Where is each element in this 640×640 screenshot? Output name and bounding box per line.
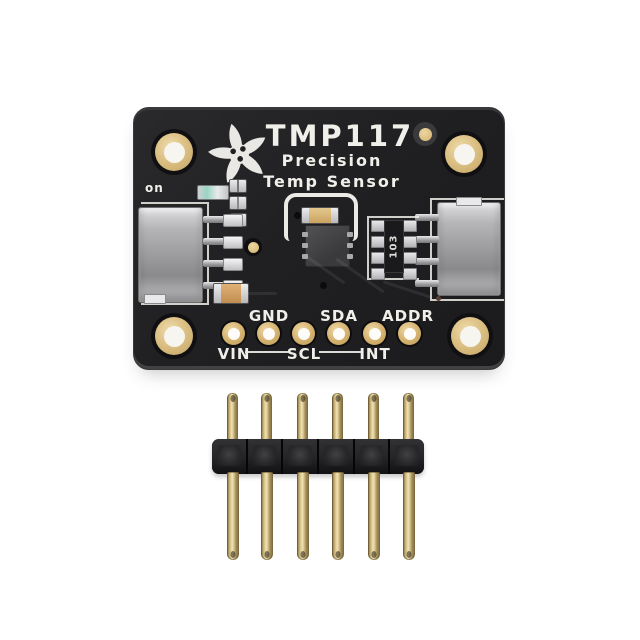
decoupling-capacitor [301, 207, 339, 224]
via [294, 212, 301, 219]
via [413, 122, 437, 146]
via [244, 238, 262, 256]
pin-label-addr: ADDR [381, 307, 435, 325]
mounting-hole-top-left [151, 129, 197, 175]
mounting-hole-ring [451, 317, 489, 355]
mounting-hole-bore [453, 143, 475, 165]
mounting-hole-bottom-left [151, 313, 197, 359]
connector-latch [144, 294, 166, 304]
solder-pad-int [361, 320, 388, 347]
connector-pin [415, 214, 439, 221]
mounting-hole-bore [459, 325, 481, 347]
resistor-array-pads-left [371, 220, 385, 284]
mounting-hole-bore [163, 141, 185, 163]
header-plastic-segment [319, 439, 355, 474]
power-led-label: on [145, 181, 164, 195]
connector-pin [203, 260, 225, 267]
resistor-array-outline [367, 216, 419, 280]
connector-pin [415, 280, 439, 287]
pin-label-gnd: GND [248, 307, 290, 325]
mounting-hole-ring [155, 317, 193, 355]
mounting-hole-ring [155, 133, 193, 171]
header-pin-bottom [368, 472, 380, 560]
board-subtitle-line-2: Temp Sensor [263, 172, 401, 191]
header-pin-top [261, 393, 272, 444]
header-pin-top [403, 393, 414, 444]
solder-pad-vin [220, 320, 247, 347]
mounting-hole-ring [445, 135, 483, 173]
resistor-array-pads-right [403, 220, 417, 284]
connector-pin-pad [223, 236, 243, 249]
silkscreen-line [245, 351, 289, 353]
resistor-array: 103 [384, 220, 404, 273]
header-pin-bottom [403, 472, 415, 560]
power-led [197, 185, 229, 200]
header-pin-bottom [227, 472, 239, 560]
mounting-hole-top-right [441, 131, 487, 177]
stemma-qt-connector-left [138, 207, 203, 303]
board-title: TMP117 [265, 119, 415, 153]
solder-pad-sda [325, 320, 352, 347]
via [320, 282, 327, 289]
sensor-board: TMP117 Precision Temp Sensor on [133, 107, 505, 370]
header-pin-top [297, 393, 308, 444]
resistor-array-marking: 103 [388, 234, 400, 259]
header-plastic-bar [212, 439, 424, 474]
solder-pad-gnd [255, 320, 282, 347]
header-pin-bottom [332, 472, 344, 560]
header-pin-bottom [297, 472, 309, 560]
header-plastic-segment [390, 439, 424, 474]
resistor [229, 196, 247, 210]
header-pin-bottom [261, 472, 273, 560]
via [436, 296, 441, 301]
pin-label-sda: SDA [320, 307, 358, 325]
sensor-isolation-outline [284, 193, 358, 241]
tmp117-sensor-chip [302, 225, 353, 267]
header-plastic-segment [354, 439, 391, 474]
pin-label-int: INT [359, 345, 391, 363]
header-pin-top [332, 393, 343, 444]
header-plastic-segment [212, 439, 248, 474]
mounting-hole-bore [163, 325, 185, 347]
connector-pin [203, 238, 225, 245]
connector-pin [415, 258, 439, 265]
connector-latch [456, 197, 482, 206]
solder-pad-addr [396, 320, 423, 347]
stemma-qt-connector-right [437, 202, 501, 296]
board-subtitle-line-1: Precision [281, 151, 383, 170]
solder-pad-scl [290, 320, 317, 347]
connector-pin [415, 236, 439, 243]
capacitor [213, 283, 249, 304]
header-plastic-segment [247, 439, 284, 474]
connector-pin-pad [223, 258, 243, 271]
resistor [229, 179, 247, 193]
header-pin-top [368, 393, 379, 444]
connector-silkscreen-outline-left [141, 202, 209, 305]
header-pin-top [227, 393, 238, 444]
pcb-trace [247, 292, 277, 295]
adafruit-flower-logo-icon [208, 123, 266, 183]
mounting-hole-bottom-right [447, 313, 493, 359]
header-plastic-segment [283, 439, 320, 474]
pin-label-vin: VIN [217, 345, 251, 363]
connector-pin-pad [223, 214, 243, 227]
connector-pin [203, 216, 225, 223]
pin-label-scl: SCL [286, 345, 322, 363]
silkscreen-line [319, 351, 361, 353]
